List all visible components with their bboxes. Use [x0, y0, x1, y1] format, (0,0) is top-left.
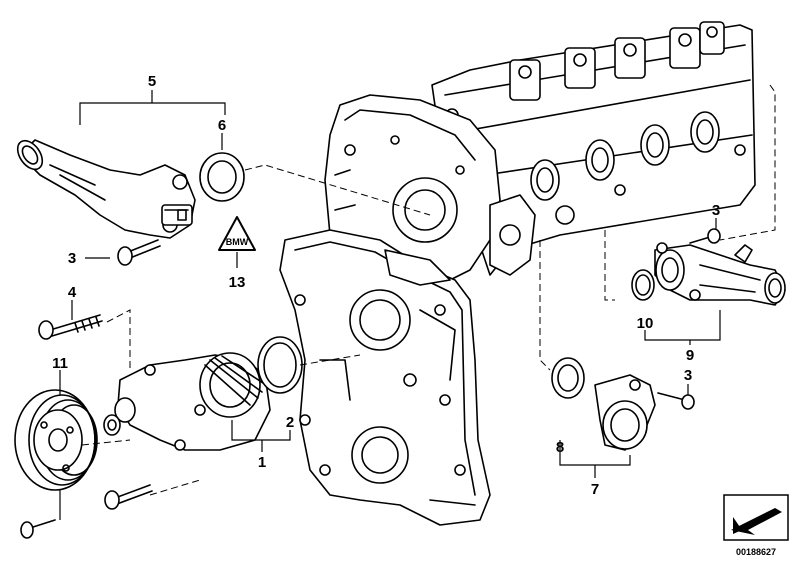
sealing-ring-6: [199, 152, 245, 202]
water-pipe-9: [654, 242, 786, 306]
callout-5: 5: [148, 73, 156, 90]
pulley-11: [14, 389, 98, 491]
sealing-ring-8: [551, 357, 585, 399]
assembly-lines: [81, 84, 776, 496]
bolt-3-left: [117, 239, 161, 266]
callout-13: 13: [229, 274, 246, 291]
callout-labels: 5 6 3 13 4 11 2 1 3 10 9 3 8 7: [52, 73, 720, 498]
sealing-ring-10: [631, 269, 655, 301]
thermostat-elbow: [16, 139, 196, 239]
callout-8: 8: [556, 439, 564, 456]
orientation-arrow-icon: [723, 494, 789, 541]
temperature-sensor: [161, 204, 193, 226]
callout-7: 7: [591, 481, 599, 498]
bolt-pump: [104, 484, 153, 510]
leader-lines: [59, 90, 721, 520]
diagram-id: 00188627: [736, 547, 776, 557]
callout-3-right-bottom: 3: [684, 367, 692, 384]
callout-6: 6: [218, 117, 226, 134]
bolt-4: [38, 314, 103, 340]
callout-4: 4: [68, 284, 77, 301]
timing-cover-lower: [279, 229, 491, 526]
callout-2: 2: [286, 414, 294, 431]
bolt-3-right-top: [689, 228, 721, 244]
outlet-flange-7: [594, 374, 656, 451]
callout-1: 1: [258, 454, 266, 471]
callout-11: 11: [52, 355, 68, 372]
sealing-ring-2: [257, 336, 303, 394]
bolt-pulley: [20, 519, 56, 539]
callout-10: 10: [637, 315, 654, 332]
warning-label-text: BMW: [226, 237, 249, 247]
callout-3-left: 3: [68, 250, 76, 267]
callout-3-right-top: 3: [712, 202, 720, 219]
water-pump: [103, 352, 271, 451]
warning-label-13: BMW: [218, 216, 256, 251]
callout-9: 9: [686, 347, 694, 364]
bolt-3-right-bottom: [657, 392, 695, 410]
